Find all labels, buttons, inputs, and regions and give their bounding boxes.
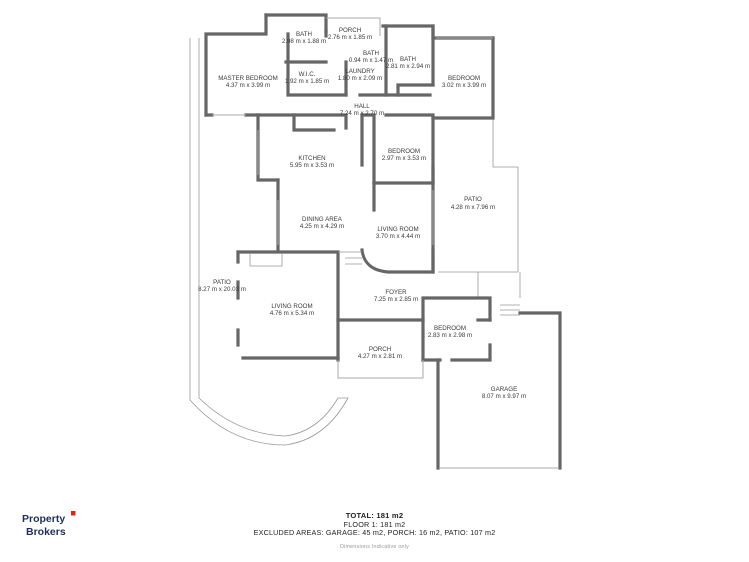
bedroom-mid-dims: 2.97 m x 3.53 m	[382, 155, 426, 162]
kitchen-dims: 5.95 m x 3.53 m	[290, 162, 334, 169]
hall-dims: 7.24 m x 2.70 m	[340, 110, 384, 117]
bath1-name: BATH	[296, 31, 312, 38]
total-area: TOTAL: 181 m2	[345, 511, 404, 520]
living-room-1-dims: 3.70 m x 4.44 m	[376, 233, 420, 240]
porch-front-dims: 4.27 m x 2.81 m	[358, 353, 402, 360]
property-brokers-logo: Property Brokers	[22, 511, 76, 538]
dining-area-name: DINING AREA	[302, 216, 343, 223]
bath2-dims: 0.94 m x 1.47 m	[349, 57, 393, 64]
dining-area-dims: 4.25 m x 4.29 m	[300, 223, 344, 230]
bedroom-ne-name: BEDROOM	[448, 75, 480, 82]
bath3-name: BATH	[400, 56, 416, 63]
master-bedroom-dims: 4.37 m x 3.99 m	[226, 82, 270, 89]
wic-dims: 1.92 m x 1.85 m	[285, 78, 329, 85]
excluded-areas: EXCLUDED AREAS: GARAGE: 45 m2, PORCH: 16…	[253, 528, 496, 537]
logo-line1: Property	[22, 513, 65, 525]
bedroom-se-dims: 2.83 m x 2.98 m	[428, 332, 472, 339]
logo-line2: Brokers	[26, 526, 66, 538]
porch-top-dims: 2.76 m x 1.85 m	[328, 34, 372, 41]
patio-west-outline	[189, 38, 349, 446]
hall-name: HALL	[354, 103, 370, 110]
master-bedroom-name: MASTER BEDROOM	[218, 75, 277, 82]
living-room-2-dims: 4.76 m x 5.34 m	[270, 310, 314, 317]
patio-east-name: PATIO	[464, 196, 482, 203]
wic-name: W.I.C.	[299, 71, 316, 78]
patio-west-dims: 8.27 m x 20.03 m	[198, 286, 246, 293]
garage-name: GARAGE	[491, 386, 517, 393]
room-labels: BATH 2.98 m x 1.88 m PORCH 2.76 m x 1.85…	[198, 27, 526, 400]
patio-east-dims: 4.28 m x 7.96 m	[451, 204, 495, 211]
bath1-dims: 2.98 m x 1.88 m	[282, 38, 326, 45]
bath2-name: BATH	[363, 50, 379, 57]
foyer-name: FOYER	[385, 289, 407, 296]
kitchen-name: KITCHEN	[298, 155, 325, 162]
garage-dims: 8.07 m x 9.97 m	[482, 393, 526, 400]
porch-front-name: PORCH	[369, 346, 391, 353]
laundry-name: LAUNDRY	[345, 68, 374, 75]
living-room-2-name: LIVING ROOM	[271, 303, 312, 310]
floor-area: FLOOR 1: 181 m2	[343, 520, 406, 529]
wall-details	[212, 17, 558, 469]
bedroom-se-name: BEDROOM	[434, 325, 466, 332]
living-room-1-name: LIVING ROOM	[377, 226, 418, 233]
bedroom-mid-name: BEDROOM	[388, 148, 420, 155]
laundry-dims: 1.80 m x 2.09 m	[338, 75, 382, 82]
porch-top-name: PORCH	[339, 27, 361, 34]
foyer-dims: 7.25 m x 2.85 m	[374, 296, 418, 303]
patio-east-outline	[438, 118, 521, 298]
patio-west-name: PATIO	[213, 279, 231, 286]
walls	[204, 13, 562, 470]
dimensions-note: Dimensions Indicative only	[339, 544, 410, 550]
bedroom-ne-dims: 3.02 m x 3.99 m	[442, 82, 486, 89]
logo-accent-icon	[71, 511, 76, 516]
bath3-dims: 2.81 m x 2.94 m	[386, 63, 430, 70]
